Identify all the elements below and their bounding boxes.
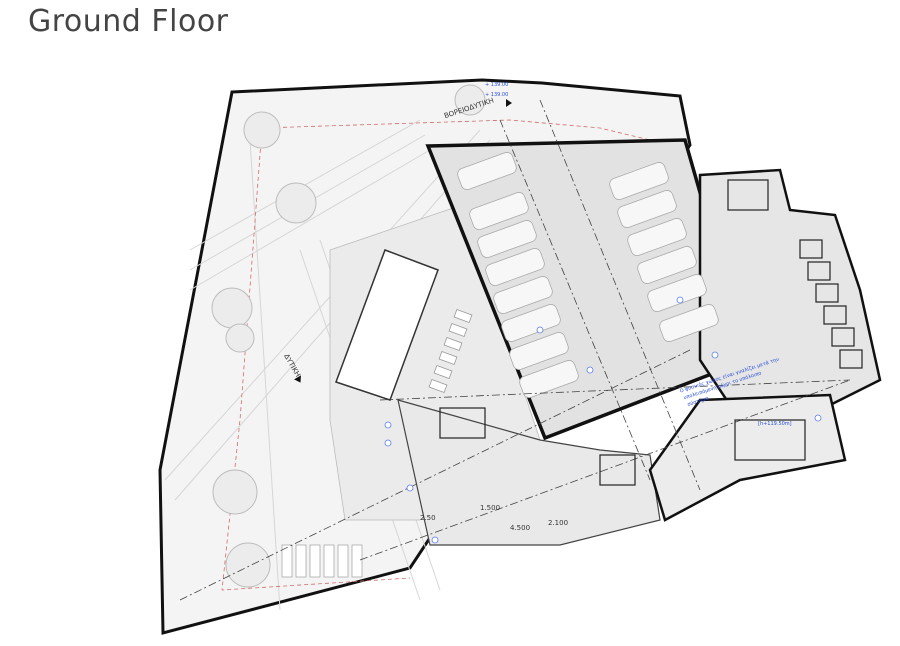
tree [225,542,271,588]
label-dim-1: 2.50 [420,514,436,522]
tree [211,287,253,329]
lower-wing [397,399,661,546]
label-dim-4: 2.100 [548,519,568,527]
lower-right-block [648,393,847,522]
label-dim-2: 1.500 [480,504,500,512]
north-arrow-top [506,99,512,107]
right-block [698,168,882,422]
label-elevation-top: + 139.00 [485,82,508,88]
sun-loungers [428,308,473,394]
parking-cars-right [609,162,719,342]
label-elevation-right: [h+119.50m] [758,421,792,427]
grid-markers [384,296,822,544]
label-dim-3: 4.500 [510,524,530,532]
bottom-sun-beds [281,544,363,578]
swimming-pool [335,249,439,401]
plot-boundary [261,119,651,141]
west-arrow [294,375,301,383]
trees [211,84,486,588]
tree [275,182,317,224]
label-elevation-top2: + 139.00 [485,92,508,98]
tree [454,84,486,116]
tree [212,469,258,515]
axis-lines [179,99,851,601]
parking-cars-left [457,152,579,398]
right-rooms [439,179,863,486]
page-title: Ground Floor [28,4,229,39]
tree [243,111,281,149]
tree [225,323,255,353]
